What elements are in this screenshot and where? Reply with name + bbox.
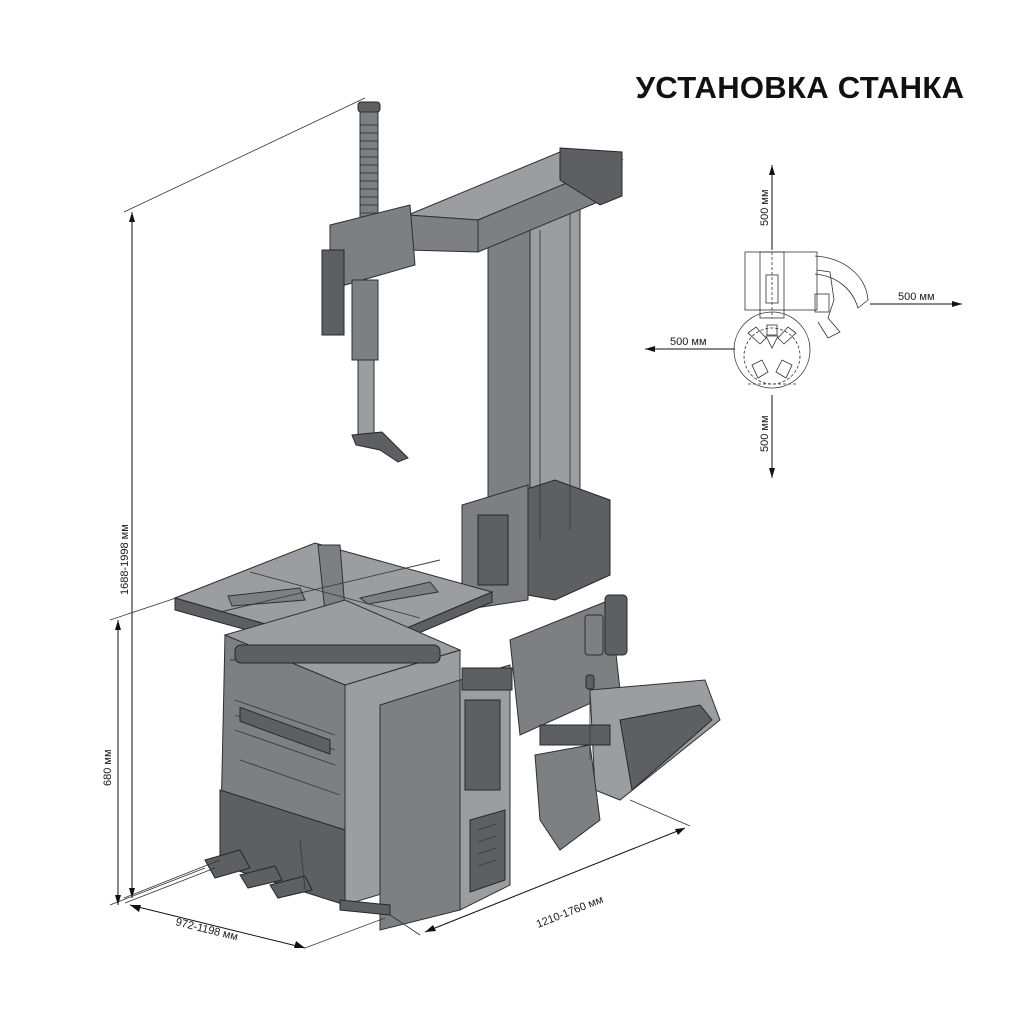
spring-coil <box>360 124 378 214</box>
front-panel-grille <box>234 699 341 796</box>
mounting-head-assembly <box>321 101 416 463</box>
machine-top-view <box>733 251 869 389</box>
table-height-label: 680 мм <box>102 749 114 786</box>
side-control-panel <box>379 664 513 931</box>
total-height-label: 1688-1998 мм <box>119 524 131 595</box>
clearance-right-label: 500 мм <box>898 291 935 303</box>
clearance-bottom-label: 500 мм <box>759 415 771 452</box>
foot-pedals <box>204 839 313 899</box>
clearance-top-label: 500 мм <box>759 189 771 226</box>
tire-changer-machine <box>173 101 721 931</box>
horizontal-arm <box>407 147 624 253</box>
bead-breaker-frame <box>509 594 721 851</box>
clearance-left-label: 500 мм <box>670 336 707 348</box>
clearance-plan: 500 мм 500 мм 500 мм 500 мм <box>645 165 962 478</box>
depth-label: 972-1198 мм <box>174 916 239 943</box>
page-title: УСТАНОВКА СТАНКА <box>635 70 965 105</box>
width-label: 1210-1760 мм <box>535 894 605 931</box>
pneumatic-unit <box>584 594 628 656</box>
dimension-lines <box>109 97 691 949</box>
vertical-column <box>461 179 611 611</box>
